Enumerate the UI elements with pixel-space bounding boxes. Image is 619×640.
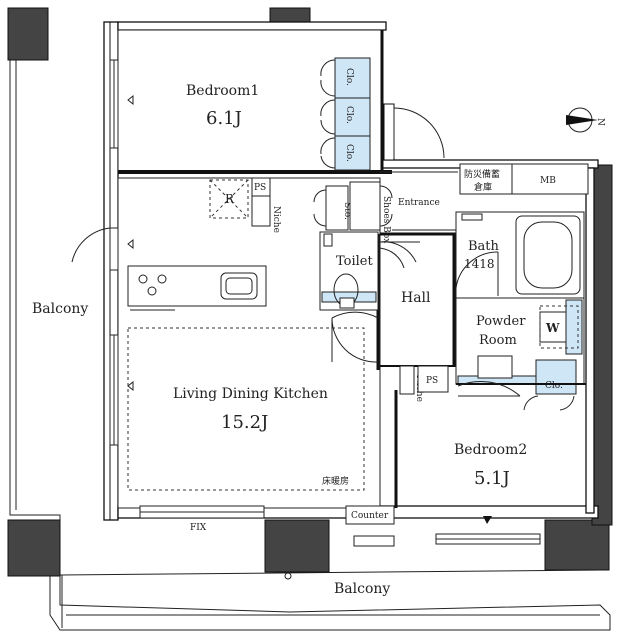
- balcony-outline: [9, 60, 611, 631]
- fix-window-label: FIX: [190, 523, 207, 533]
- balcony-bottom-label: Balcony: [334, 581, 390, 597]
- niche-label-upper: Niche: [271, 206, 281, 233]
- washer-label: W: [545, 321, 560, 335]
- kitchen-counter: [127, 265, 267, 311]
- toilet-room: [319, 231, 405, 311]
- ps-box-lower: [417, 365, 449, 393]
- fix-window: [139, 505, 265, 519]
- bath-name: Bath: [468, 239, 500, 254]
- floor-heating-area: [127, 327, 365, 491]
- entrance-label: Entrance: [398, 198, 440, 208]
- bedroom2-name: Bedroom2: [454, 442, 527, 458]
- bedroom2-closet-door: [523, 395, 575, 411]
- ldk-size: 15.2J: [221, 412, 268, 433]
- mb-box: [511, 163, 589, 195]
- bedroom1-window: [109, 59, 134, 149]
- niche-box-lower: [399, 365, 415, 395]
- closet-label-1: Clo.: [344, 68, 354, 86]
- shoes-box: [349, 181, 381, 231]
- niche-box-upper: [251, 195, 271, 227]
- bedroom1-name: Bedroom1: [186, 83, 259, 99]
- ps-label-upper: PS: [254, 183, 266, 193]
- disaster-storage-line1: 防災備蓄: [464, 168, 500, 180]
- counter-label: Counter: [351, 511, 389, 521]
- bath-code: 1418: [464, 257, 495, 271]
- bedroom2-size: 5.1J: [474, 468, 510, 489]
- column-right-mid: [591, 164, 613, 526]
- column-top-left: [7, 7, 49, 61]
- ldk-name: Living Dining Kitchen: [173, 386, 328, 402]
- powder-line1: Powder: [476, 314, 526, 329]
- toilet-label: Toilet: [336, 254, 373, 269]
- mb-label: MB: [540, 176, 556, 186]
- bedroom1-closets: [320, 57, 371, 171]
- ldk-door: [331, 311, 379, 363]
- bedroom2-closet-label: Clo.: [545, 381, 563, 391]
- drain-icon: [284, 572, 292, 580]
- column-bottom-left: [7, 519, 61, 577]
- powder-room: [455, 297, 585, 385]
- floor-heating-label: 床暖房: [322, 475, 349, 487]
- closet-label-2: Clo.: [344, 106, 354, 124]
- bedroom2-closet: [535, 359, 577, 395]
- storage-door: [313, 189, 327, 227]
- closet-label-3: Clo.: [344, 144, 354, 162]
- hall-label: Hall: [401, 290, 431, 306]
- bedroom1-door: [383, 103, 445, 161]
- ps-label-lower: PS: [426, 376, 438, 386]
- bath-room: [455, 211, 585, 299]
- compass-icon: [566, 107, 598, 133]
- refrigerator-space: [209, 179, 249, 219]
- shoes-box-label: Shoes Box: [381, 196, 391, 243]
- bedroom2-walls: [394, 380, 586, 545]
- disaster-storage-line2: 倉庫: [474, 181, 492, 193]
- compass-north-label: N: [595, 118, 605, 126]
- column-bottom-mid: [264, 519, 330, 573]
- bedroom1-size: 6.1J: [206, 108, 242, 129]
- powder-line2: Room: [479, 333, 517, 348]
- ldk-window-door: [71, 227, 134, 446]
- balcony-left-label: Balcony: [32, 301, 88, 317]
- refrigerator-label: R: [225, 192, 235, 206]
- counter-step: [353, 535, 395, 547]
- storage-label: Sto.: [342, 202, 352, 220]
- column-bottom-right: [544, 519, 610, 571]
- shoes-box-door: [379, 185, 393, 227]
- counter-box: [345, 505, 395, 525]
- storage-box: [325, 185, 349, 231]
- disaster-storage-box: [459, 163, 513, 195]
